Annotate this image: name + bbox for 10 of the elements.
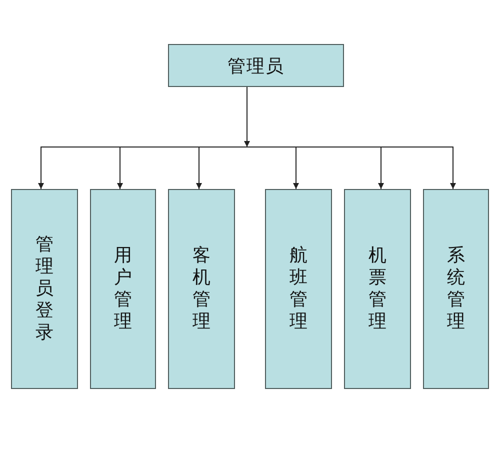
module-box: 用户管理 [90,189,156,389]
arrow [196,146,248,190]
arrow [246,146,456,190]
module-box: 管理员登录 [11,189,78,389]
arrow [244,86,250,148]
module-box: 航班管理 [265,189,332,389]
module-box: 机票管理 [344,189,411,389]
module-box: 客机管理 [168,189,235,389]
role-box: 管理员 [168,44,344,87]
module-box: 系统管理 [423,189,489,389]
